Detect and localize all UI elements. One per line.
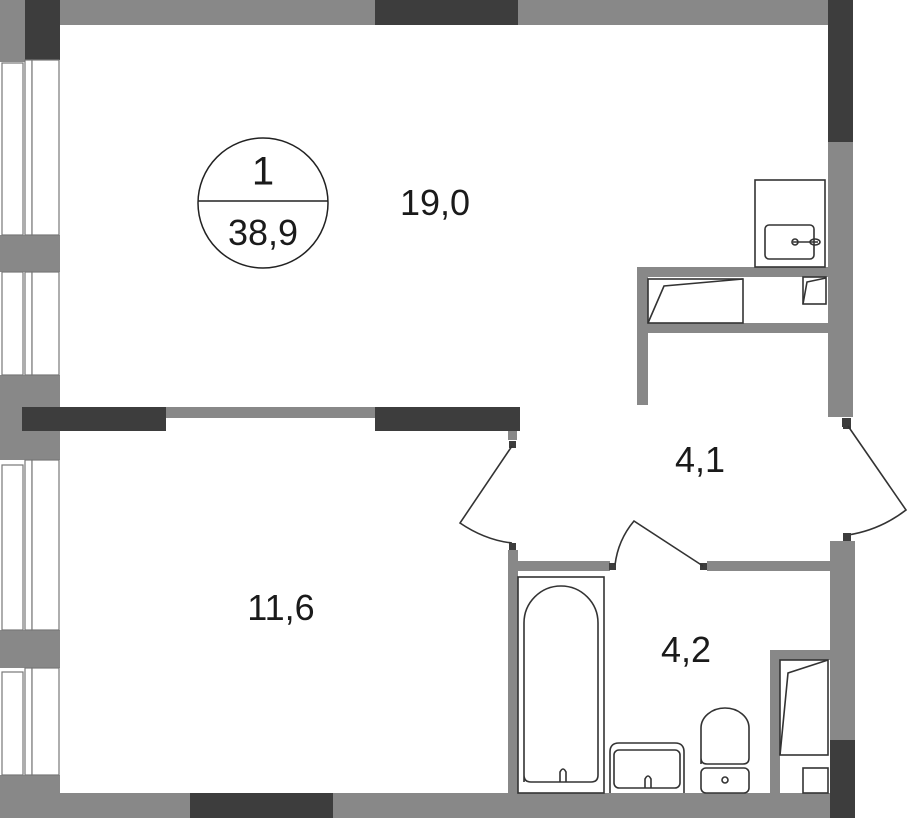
kitchen-fixtures — [647, 179, 827, 324]
room-area-kitchen-living: 19,0 — [399, 182, 471, 223]
apartment-badge — [197, 137, 329, 269]
total-area: 38,9 — [227, 212, 299, 253]
interior-walls — [22, 267, 830, 793]
bathroom-fixtures — [517, 576, 829, 794]
room-area-bedroom: 11,6 — [247, 587, 315, 628]
windows — [1, 59, 60, 776]
doors — [458, 421, 907, 570]
room-area-bathroom: 4,2 — [660, 629, 712, 670]
outer-walls — [0, 0, 855, 818]
room-area-hallway: 4,1 — [674, 439, 726, 480]
rooms-count: 1 — [251, 149, 275, 194]
